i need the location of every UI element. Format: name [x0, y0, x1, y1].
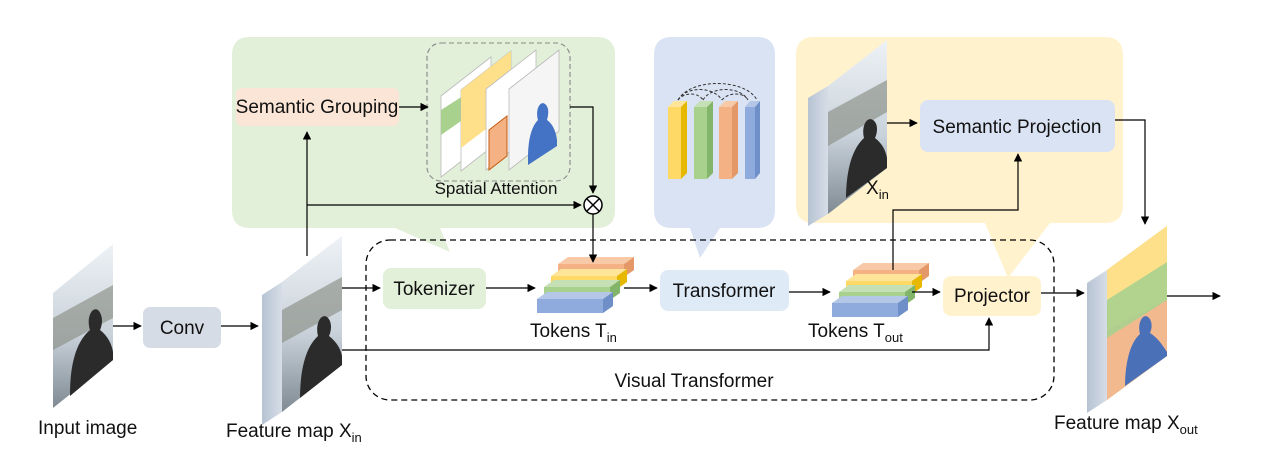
semantic-grouping-label: Semantic Grouping — [236, 97, 399, 118]
projector-box — [943, 276, 1041, 316]
semantic-grouping-box — [236, 88, 399, 126]
transformer-detail-bubble — [654, 37, 775, 258]
multiply-operator — [583, 195, 603, 215]
feature-map-in-label: Feature map Xin — [226, 421, 362, 445]
feature-map-out — [1087, 226, 1167, 413]
spatial-attention-frame — [426, 42, 571, 182]
tokens-out-label: Tokens Tout — [808, 321, 903, 345]
transformer-tokens-illustration — [668, 83, 760, 179]
tokens-in-stack — [537, 257, 634, 313]
semantic-projection-box — [920, 100, 1115, 152]
feature-map-in — [262, 236, 342, 425]
spatial-attention-label: Spatial Attention — [435, 179, 558, 198]
semantic-projection-label: Semantic Projection — [933, 117, 1102, 138]
x-in-label: Xin — [866, 178, 889, 202]
input-image-label: Input image — [38, 418, 137, 439]
tokenizer-label: Tokenizer — [393, 279, 475, 300]
tokenizer-box — [383, 268, 486, 309]
conv-box — [143, 307, 221, 348]
visual-transformer-label: Visual Transformer — [614, 371, 774, 392]
connectors — [113, 102, 1221, 351]
feature-map-out-label: Feature map Xout — [1054, 413, 1198, 437]
tokens-out-stack — [832, 263, 929, 317]
tokens-in-label: Tokens Tin — [530, 321, 617, 345]
x-in-feature-thumbnail — [808, 40, 887, 226]
conv-label: Conv — [160, 318, 205, 339]
input-image — [53, 244, 113, 408]
transformer-label: Transformer — [673, 281, 776, 302]
transformer-box — [660, 270, 789, 311]
attention-maps — [440, 49, 560, 178]
projector-label: Projector — [954, 286, 1031, 307]
visual-transformer-region — [365, 239, 1055, 401]
